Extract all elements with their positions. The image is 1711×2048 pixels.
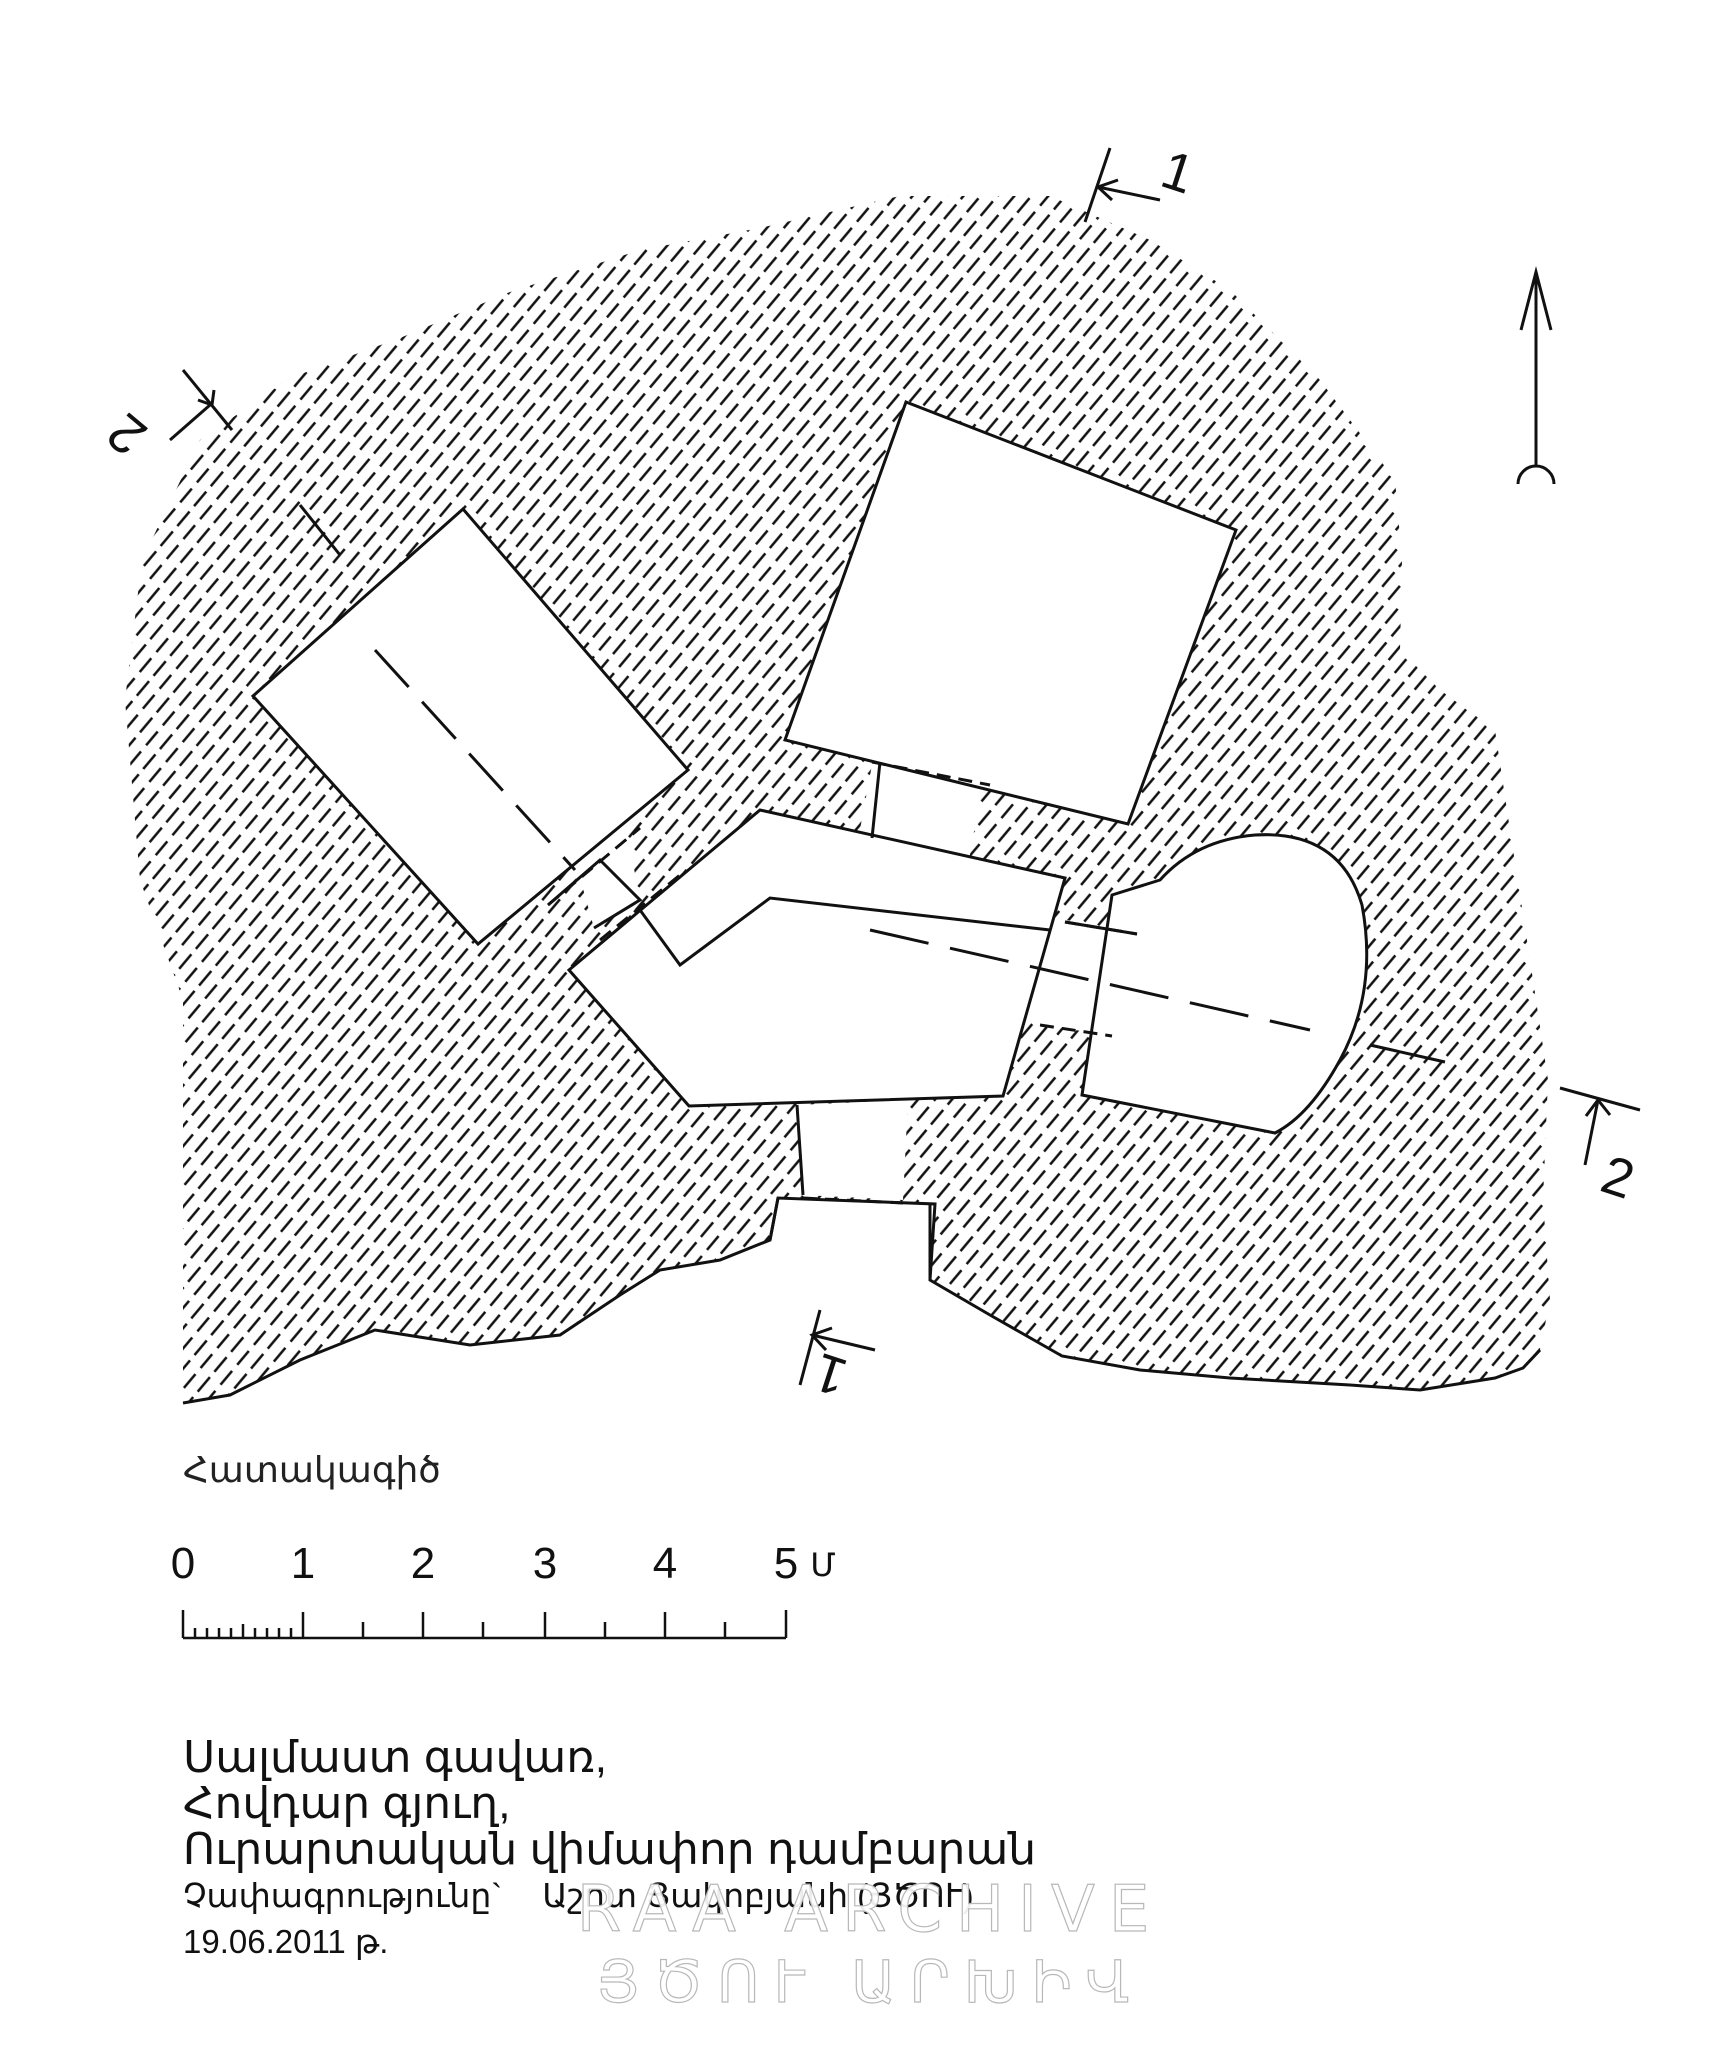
caption-survey-author: Աշոտ Յակոբյանի (ՅԾՈՒ) (542, 1877, 974, 1914)
watermark-latin: RAA ARCHIVE (576, 1873, 1164, 1947)
archive-watermark: RAA ARCHIVE ՅԾՈՒ ԱՐԽԻՎ (570, 1873, 1170, 2019)
section-marker-2-right (1559, 1086, 1641, 1166)
entrance-notch (768, 1196, 937, 1281)
caption-block: Սալմաստ գավառ, Հովդար գյուղ, Ուրարտական … (183, 1735, 1036, 1965)
north-passage (870, 761, 882, 839)
west-chamber (250, 506, 691, 947)
east-chamber (1080, 833, 1369, 1135)
section-label-2-left: 2 (96, 401, 158, 466)
section-marker-1-top (1083, 147, 1161, 223)
ceiling-ridge (638, 896, 1051, 968)
section-label-1-bottom: 1 (807, 1341, 854, 1407)
caption-monument: Ուրարտական վիմափոր դամբարան (183, 1825, 1037, 1874)
north-chamber (783, 400, 1238, 826)
caption-survey: Չափագրությունը` Աշոտ Յակոբյանի (ՅԾՈՒ) (183, 1873, 1036, 1919)
section-line-1-1 (869, 928, 1446, 1064)
north-arrow-icon (1516, 266, 1556, 485)
scale-unit: Մ (810, 1546, 835, 1584)
scale-tick-4: 4 (653, 1539, 677, 1588)
threshold-lines (547, 760, 1138, 1205)
scale-tick-2: 2 (411, 1539, 435, 1588)
scale-tick-5: 5 (774, 1539, 798, 1588)
caption-village: Հովդար գյուղ, (183, 1779, 511, 1828)
ground-edge (182, 1197, 1542, 1405)
section-label-2-right: 2 (1594, 1144, 1641, 1210)
scale-tick-1: 1 (291, 1539, 315, 1588)
scale-tick-0: 0 (171, 1539, 195, 1588)
plan-label: Հատակագիծ (183, 1450, 441, 1491)
section-marker-1-bottom (798, 1309, 876, 1386)
watermark-armenian: ՅԾՈՒ ԱՐԽԻՎ (596, 1947, 1144, 2016)
scale-tick-labels: 0 1 2 3 4 5 Մ (171, 1539, 836, 1588)
central-hall (566, 808, 1067, 1108)
caption-date: 19.06.2011 թ. (183, 1923, 389, 1960)
section-label-1-top: 1 (1154, 139, 1201, 205)
south-passage (795, 1104, 805, 1196)
rock-mass (125, 196, 1550, 1403)
caption-region: Սալմաստ գավառ, (183, 1733, 608, 1782)
section-line-2-2 (298, 504, 577, 872)
caption-survey-label: Չափագրությունը` (183, 1877, 503, 1914)
scale-tick-3: 3 (533, 1539, 557, 1588)
chamber-outlines (250, 400, 1369, 1281)
section-marker-2-left (169, 369, 234, 442)
scale-bar (181, 1610, 788, 1640)
